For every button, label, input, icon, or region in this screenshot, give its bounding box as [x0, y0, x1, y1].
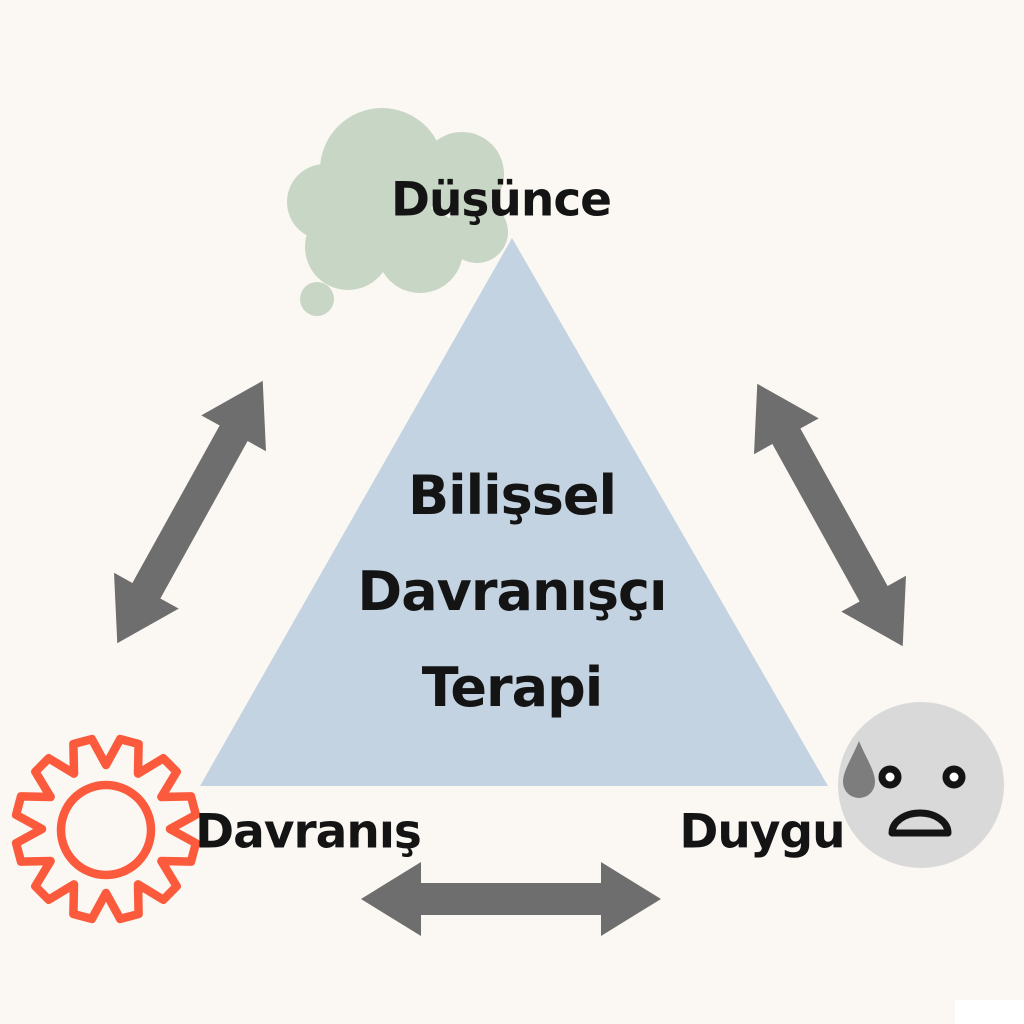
node-label-behavior: Davranış: [195, 804, 422, 860]
node-label-emotion: Duygu: [679, 804, 845, 860]
right-eye: [942, 765, 966, 789]
triangle-shape: [200, 238, 828, 786]
arrow-thought-behavior-icon: [114, 380, 266, 644]
frown-mouth: [888, 809, 952, 837]
face-circle: [838, 702, 1004, 868]
diagram-title: Bilişsel Davranışçı Terapi: [357, 463, 667, 720]
arrow-thought-emotion-icon: [754, 383, 906, 647]
left-eye: [878, 765, 902, 789]
node-label-thought: Düşünce: [390, 172, 612, 228]
thought-cloud-icon: [287, 108, 508, 316]
sad-face-icon: [838, 702, 1004, 868]
sweat-drop-icon: [843, 741, 875, 798]
gear-icon: [11, 734, 201, 924]
bottom-right-white-patch: [955, 1000, 1024, 1024]
arrow-behavior-emotion-icon: [361, 862, 661, 936]
